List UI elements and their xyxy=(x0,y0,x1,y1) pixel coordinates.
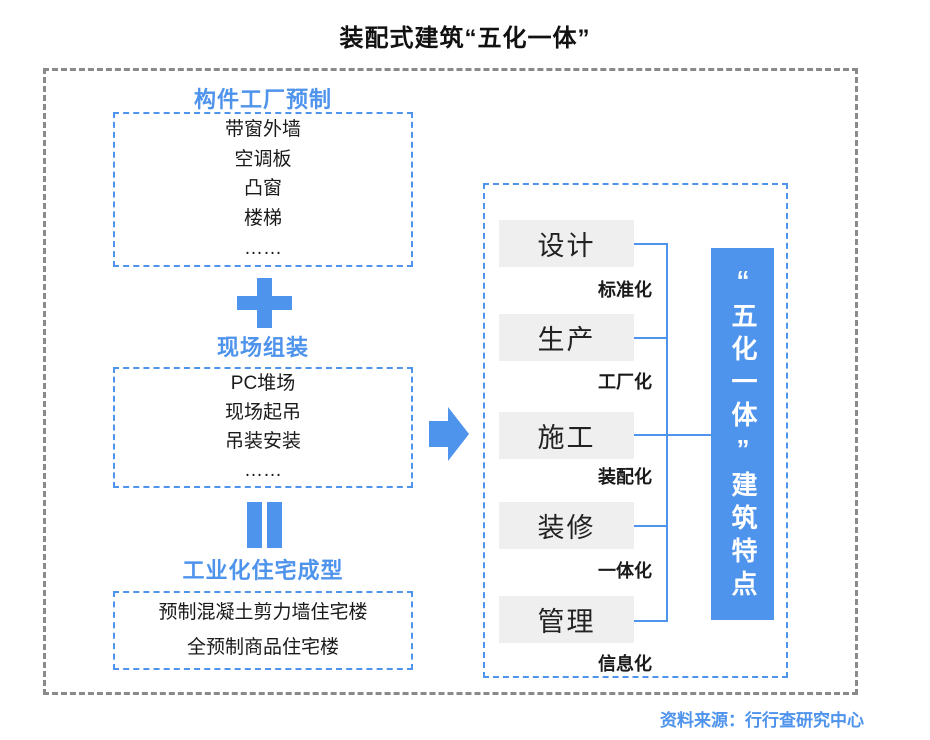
connector-main-line xyxy=(666,434,712,436)
connector-stub-production xyxy=(634,337,667,339)
stage-3-item: 预制混凝土剪力墙住宅楼 xyxy=(158,602,368,624)
stage-1-item: 空调板 xyxy=(234,148,292,170)
connector-stub-design xyxy=(634,243,667,245)
management-box: 管理 xyxy=(499,596,634,643)
right-arrow-icon xyxy=(429,407,469,461)
production-box: 生产 xyxy=(499,314,634,361)
stage-1-heading: 构件工厂预制 xyxy=(193,87,332,112)
page-title: 装配式建筑“五化一体” xyxy=(339,25,591,52)
five-in-one-result-box: “五化一体”建筑特点 xyxy=(711,248,774,620)
stage-2-item: 吊装安装 xyxy=(224,431,301,452)
assembly-tag: 装配化 xyxy=(598,467,652,487)
stage-1-item: 带窗外墙 xyxy=(224,118,301,140)
connector-stub-management xyxy=(634,620,667,622)
stage-1-item: 凸窗 xyxy=(243,178,282,200)
integration-tag: 一体化 xyxy=(598,561,652,581)
stage-1-item: 楼梯 xyxy=(243,208,282,230)
stage-2-box: PC堆场 现场起吊 吊装安装 …… xyxy=(113,367,413,488)
connector-vertical-line xyxy=(666,243,668,622)
stage-1-item-ellipsis: …… xyxy=(244,238,282,260)
stage-1-box: 带窗外墙 空调板 凸窗 楼梯 …… xyxy=(113,112,413,267)
result-label: “五化一体”建筑特点 xyxy=(728,265,758,603)
decoration-box: 装修 xyxy=(499,502,634,549)
factory-tag: 工厂化 xyxy=(598,372,652,392)
connector-stub-decoration xyxy=(634,525,667,527)
stage-2-item: PC堆场 xyxy=(230,373,296,394)
stage-2-heading: 现场组装 xyxy=(216,335,309,360)
right-panel-border: 设计 标准化 生产 工厂化 施工 装配化 装修 一体化 管理 信息化 “五化一体… xyxy=(483,183,788,678)
stage-3-heading: 工业化住宅成型 xyxy=(182,558,344,583)
stage-3-item: 全预制商品住宅楼 xyxy=(186,636,339,658)
stage-2-item-ellipsis: …… xyxy=(244,460,282,481)
design-box: 设计 xyxy=(499,220,634,267)
equals-icon xyxy=(247,502,282,548)
outer-dashed-border xyxy=(43,68,858,695)
informatization-tag: 信息化 xyxy=(598,654,652,674)
plus-icon xyxy=(237,278,292,328)
stage-2-item: 现场起吊 xyxy=(224,402,301,423)
source-text: 资料来源：行行查研究中心 xyxy=(660,711,864,730)
standardization-tag: 标准化 xyxy=(598,280,652,300)
stage-3-box: 预制混凝土剪力墙住宅楼 全预制商品住宅楼 xyxy=(113,591,413,670)
construction-box: 施工 xyxy=(499,412,634,459)
connector-stub-construction xyxy=(634,434,667,436)
